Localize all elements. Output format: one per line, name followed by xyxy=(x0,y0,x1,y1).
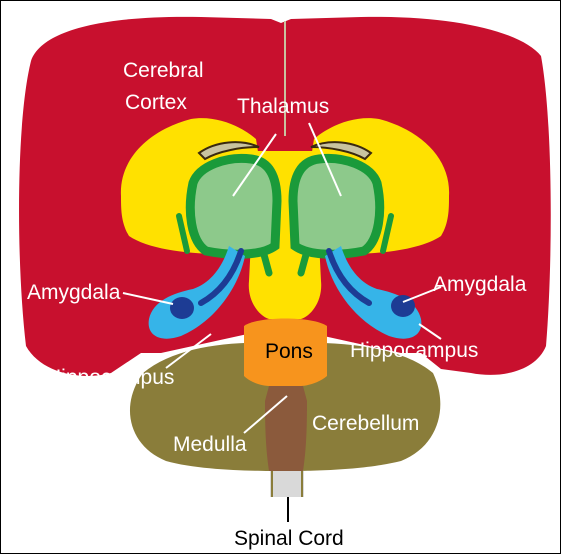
spinal-cord xyxy=(270,471,304,497)
label-hippocampus-right: Hippocampus xyxy=(350,339,478,362)
label-spinal-cord: Spinal Cord xyxy=(234,527,344,550)
label-amygdala-left: Amygdala xyxy=(27,281,121,304)
label-pons: Pons xyxy=(265,340,313,363)
thalamus-left xyxy=(190,158,277,254)
medulla xyxy=(265,386,307,471)
thalamus-right xyxy=(293,158,380,254)
label-thalamus: Thalamus xyxy=(237,95,329,118)
label-amygdala-right: Amygdala xyxy=(433,273,527,296)
amygdala-left xyxy=(170,297,194,319)
label-medulla: Medulla xyxy=(173,433,247,456)
label-cerebral-cortex-line1: Cerebral xyxy=(123,59,204,82)
label-cerebellum: Cerebellum xyxy=(312,412,419,435)
label-cerebral-cortex-line2: Cortex xyxy=(125,91,187,114)
label-hippocampus-left: Hippocampus xyxy=(46,366,174,389)
